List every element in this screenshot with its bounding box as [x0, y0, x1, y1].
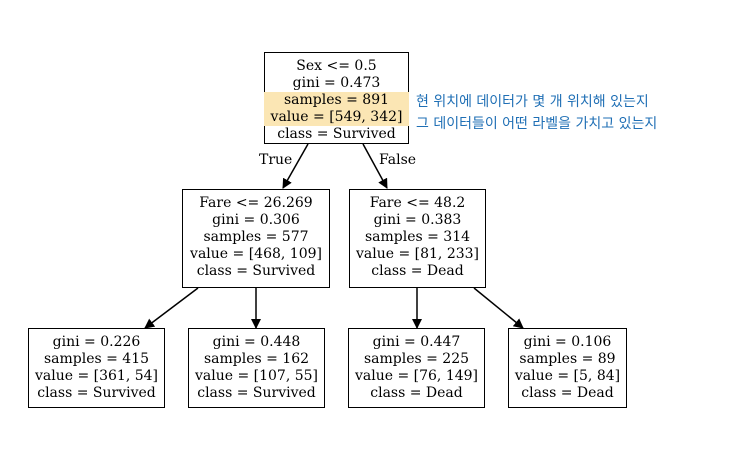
leaf-class: class = Dead — [521, 385, 614, 401]
leaf-node-2: gini = 0.448 samples = 162 value = [107,… — [188, 328, 325, 408]
right-samples: samples = 314 — [364, 229, 471, 245]
annotation-line-1: 현 위치에 데이터가 몇 개 위치해 있는지 — [416, 94, 649, 110]
root-node: Sex <= 0.5 gini = 0.473 samples = 891 va… — [264, 52, 409, 144]
leaf-class: class = Survived — [197, 385, 316, 401]
leaf-value: value = [76, 149] — [354, 368, 479, 384]
right-node: Fare <= 48.2 gini = 0.383 samples = 314 … — [349, 189, 486, 288]
leaf-gini: gini = 0.106 — [523, 334, 612, 350]
root-class: class = Survived — [277, 126, 396, 142]
leaf-node-4: gini = 0.106 samples = 89 value = [5, 84… — [508, 328, 627, 408]
edge-left-leaf1 — [144, 287, 199, 329]
leaf-node-3: gini = 0.447 samples = 225 value = [76, … — [348, 328, 485, 408]
left-split: Fare <= 26.269 — [199, 195, 313, 211]
left-value: value = [468, 109] — [190, 246, 322, 262]
edge-label-true: True — [259, 152, 293, 168]
annotation-line-2: 그 데이터들이 어떤 라벨을 가치고 있는지 — [416, 116, 658, 132]
leaf-gini: gini = 0.226 — [52, 334, 141, 350]
root-samples: samples = 891 — [264, 92, 409, 109]
leaf-samples: samples = 162 — [203, 351, 310, 367]
left-samples: samples = 577 — [203, 229, 309, 245]
left-node: Fare <= 26.269 gini = 0.306 samples = 57… — [182, 189, 330, 288]
leaf-value: value = [107, 55] — [194, 368, 319, 384]
leaf-class: class = Dead — [370, 385, 463, 401]
leaf-gini: gini = 0.447 — [372, 334, 461, 350]
right-class: class = Dead — [371, 263, 464, 279]
right-split: Fare <= 48.2 — [369, 195, 466, 211]
right-value: value = [81, 233] — [355, 246, 480, 262]
leaf-value: value = [361, 54] — [34, 368, 159, 384]
edge-root-left — [282, 143, 309, 189]
leaf-samples: samples = 415 — [43, 351, 150, 367]
leaf-samples: samples = 225 — [363, 351, 470, 367]
leaf-value: value = [5, 84] — [514, 368, 621, 384]
right-gini: gini = 0.383 — [373, 212, 462, 228]
left-gini: gini = 0.306 — [212, 212, 300, 228]
leaf-class: class = Survived — [37, 385, 156, 401]
leaf-node-1: gini = 0.226 samples = 415 value = [361,… — [28, 328, 165, 408]
root-gini: gini = 0.473 — [292, 75, 381, 91]
root-value: value = [549, 342] — [264, 109, 409, 126]
edge-right-leaf4 — [473, 287, 524, 329]
leaf-gini: gini = 0.448 — [212, 334, 301, 350]
left-class: class = Survived — [196, 263, 316, 279]
leaf-samples: samples = 89 — [519, 351, 616, 367]
edge-label-false: False — [379, 152, 417, 168]
root-split: Sex <= 0.5 — [296, 58, 377, 74]
edge-root-right — [362, 143, 388, 189]
